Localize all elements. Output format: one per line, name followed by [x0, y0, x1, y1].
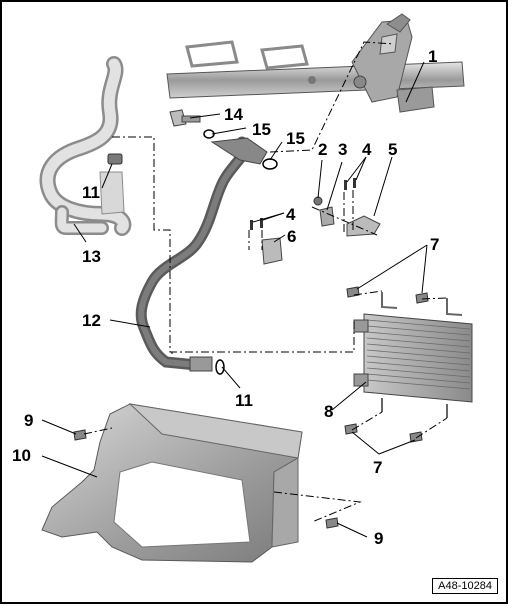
callout-11-cooler: 11	[235, 391, 253, 410]
callout-9-left: 9	[24, 411, 33, 430]
air-duct	[41, 403, 303, 563]
steering-rack	[166, 13, 465, 113]
leader-lines	[41, 61, 428, 538]
callout-9-right: 9	[374, 529, 383, 548]
nut	[313, 196, 323, 206]
callout-12: 12	[82, 311, 101, 330]
callout-2: 2	[318, 140, 327, 159]
o-ring-cooler	[215, 359, 225, 375]
callout-13: 13	[82, 247, 101, 266]
screws-cooler	[344, 286, 429, 443]
callout-8: 8	[324, 402, 333, 421]
holder-clip	[261, 237, 283, 265]
callout-14: 14	[224, 105, 243, 124]
oil-cooler	[353, 292, 473, 418]
document-number: A48-10284	[432, 578, 498, 594]
callout-5: 5	[388, 140, 397, 159]
callout-6: 6	[287, 227, 296, 246]
callout-4-mid: 4	[286, 205, 296, 224]
callout-7-top: 7	[430, 235, 439, 254]
callout-10: 10	[12, 446, 31, 465]
callout-15-top: 15	[252, 120, 271, 139]
callout-3: 3	[338, 140, 347, 159]
screws-top	[250, 178, 356, 230]
return-hose	[39, 56, 132, 236]
callout-1: 1	[428, 47, 437, 66]
clip-bracket	[346, 215, 381, 237]
callout-7-bottom: 7	[373, 458, 382, 477]
pressure-hose	[135, 136, 268, 372]
callout-15-right: 15	[286, 129, 305, 148]
seal-ring-lower	[262, 158, 278, 170]
hose-cap	[107, 153, 123, 165]
assembly-lines	[83, 41, 448, 523]
screws-duct	[73, 429, 339, 529]
callout-11-hose: 11	[82, 183, 100, 202]
callout-4-top: 4	[362, 140, 372, 159]
banjo-bolt	[169, 109, 201, 127]
